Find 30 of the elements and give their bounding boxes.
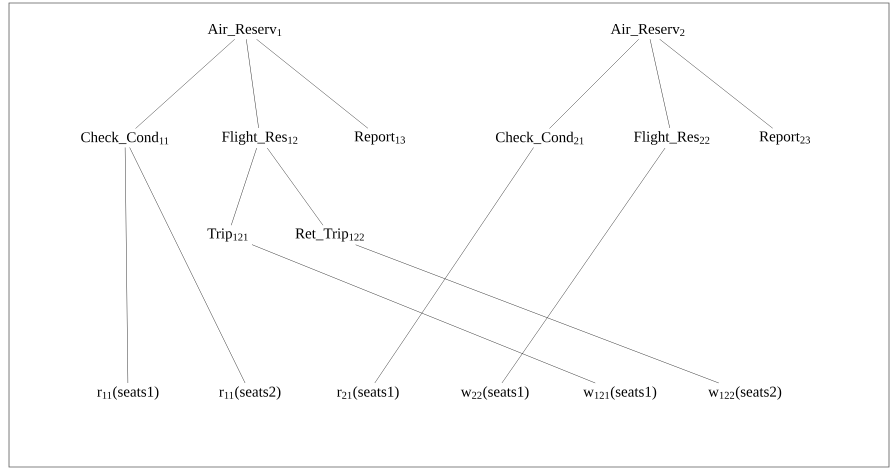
tree-line (252, 244, 596, 384)
tree-line (650, 39, 670, 128)
node-label: Check_Cond$_{21}$ (496, 132, 584, 144)
node-label: Trip$_{121}$ (208, 228, 248, 242)
tree-line (231, 148, 257, 226)
tree-line (549, 39, 639, 129)
node-label: Check_Cond$_{11}$ (81, 132, 168, 144)
tree-line (267, 148, 324, 226)
node-label: r$_{11}$(seats1) (97, 386, 158, 400)
node-label: r$_{11}$(seats2) (219, 386, 280, 400)
node-label: r$_{21}$(seats1) (336, 386, 399, 400)
node-label: Air_Reserv$_{1}$ (208, 24, 282, 36)
tree-line (256, 39, 368, 128)
tree-line (355, 244, 719, 384)
tree-line (246, 39, 259, 128)
tree-line (135, 39, 235, 129)
node-label: Ret_Trip$_{122}$ (296, 228, 364, 242)
node-label: w$_{122}$(seats2) (708, 386, 782, 400)
node-label: Report$_{13}$ (354, 132, 405, 144)
node-label: w$_{121}$(seats1) (583, 386, 656, 400)
tree-line (374, 147, 534, 384)
node-label: Report$_{23}$ (760, 132, 810, 144)
tree-line (124, 147, 128, 384)
node-label: Air_Reserv$_{2}$ (610, 24, 684, 36)
tree-line (660, 39, 773, 128)
node-label: Flight_Res$_{12}$ (222, 131, 298, 145)
tree-line (502, 148, 666, 384)
node-label: Flight_Res$_{22}$ (634, 131, 710, 145)
node-label: w$_{22}$(seats1) (460, 386, 529, 400)
tree-line (129, 147, 246, 384)
